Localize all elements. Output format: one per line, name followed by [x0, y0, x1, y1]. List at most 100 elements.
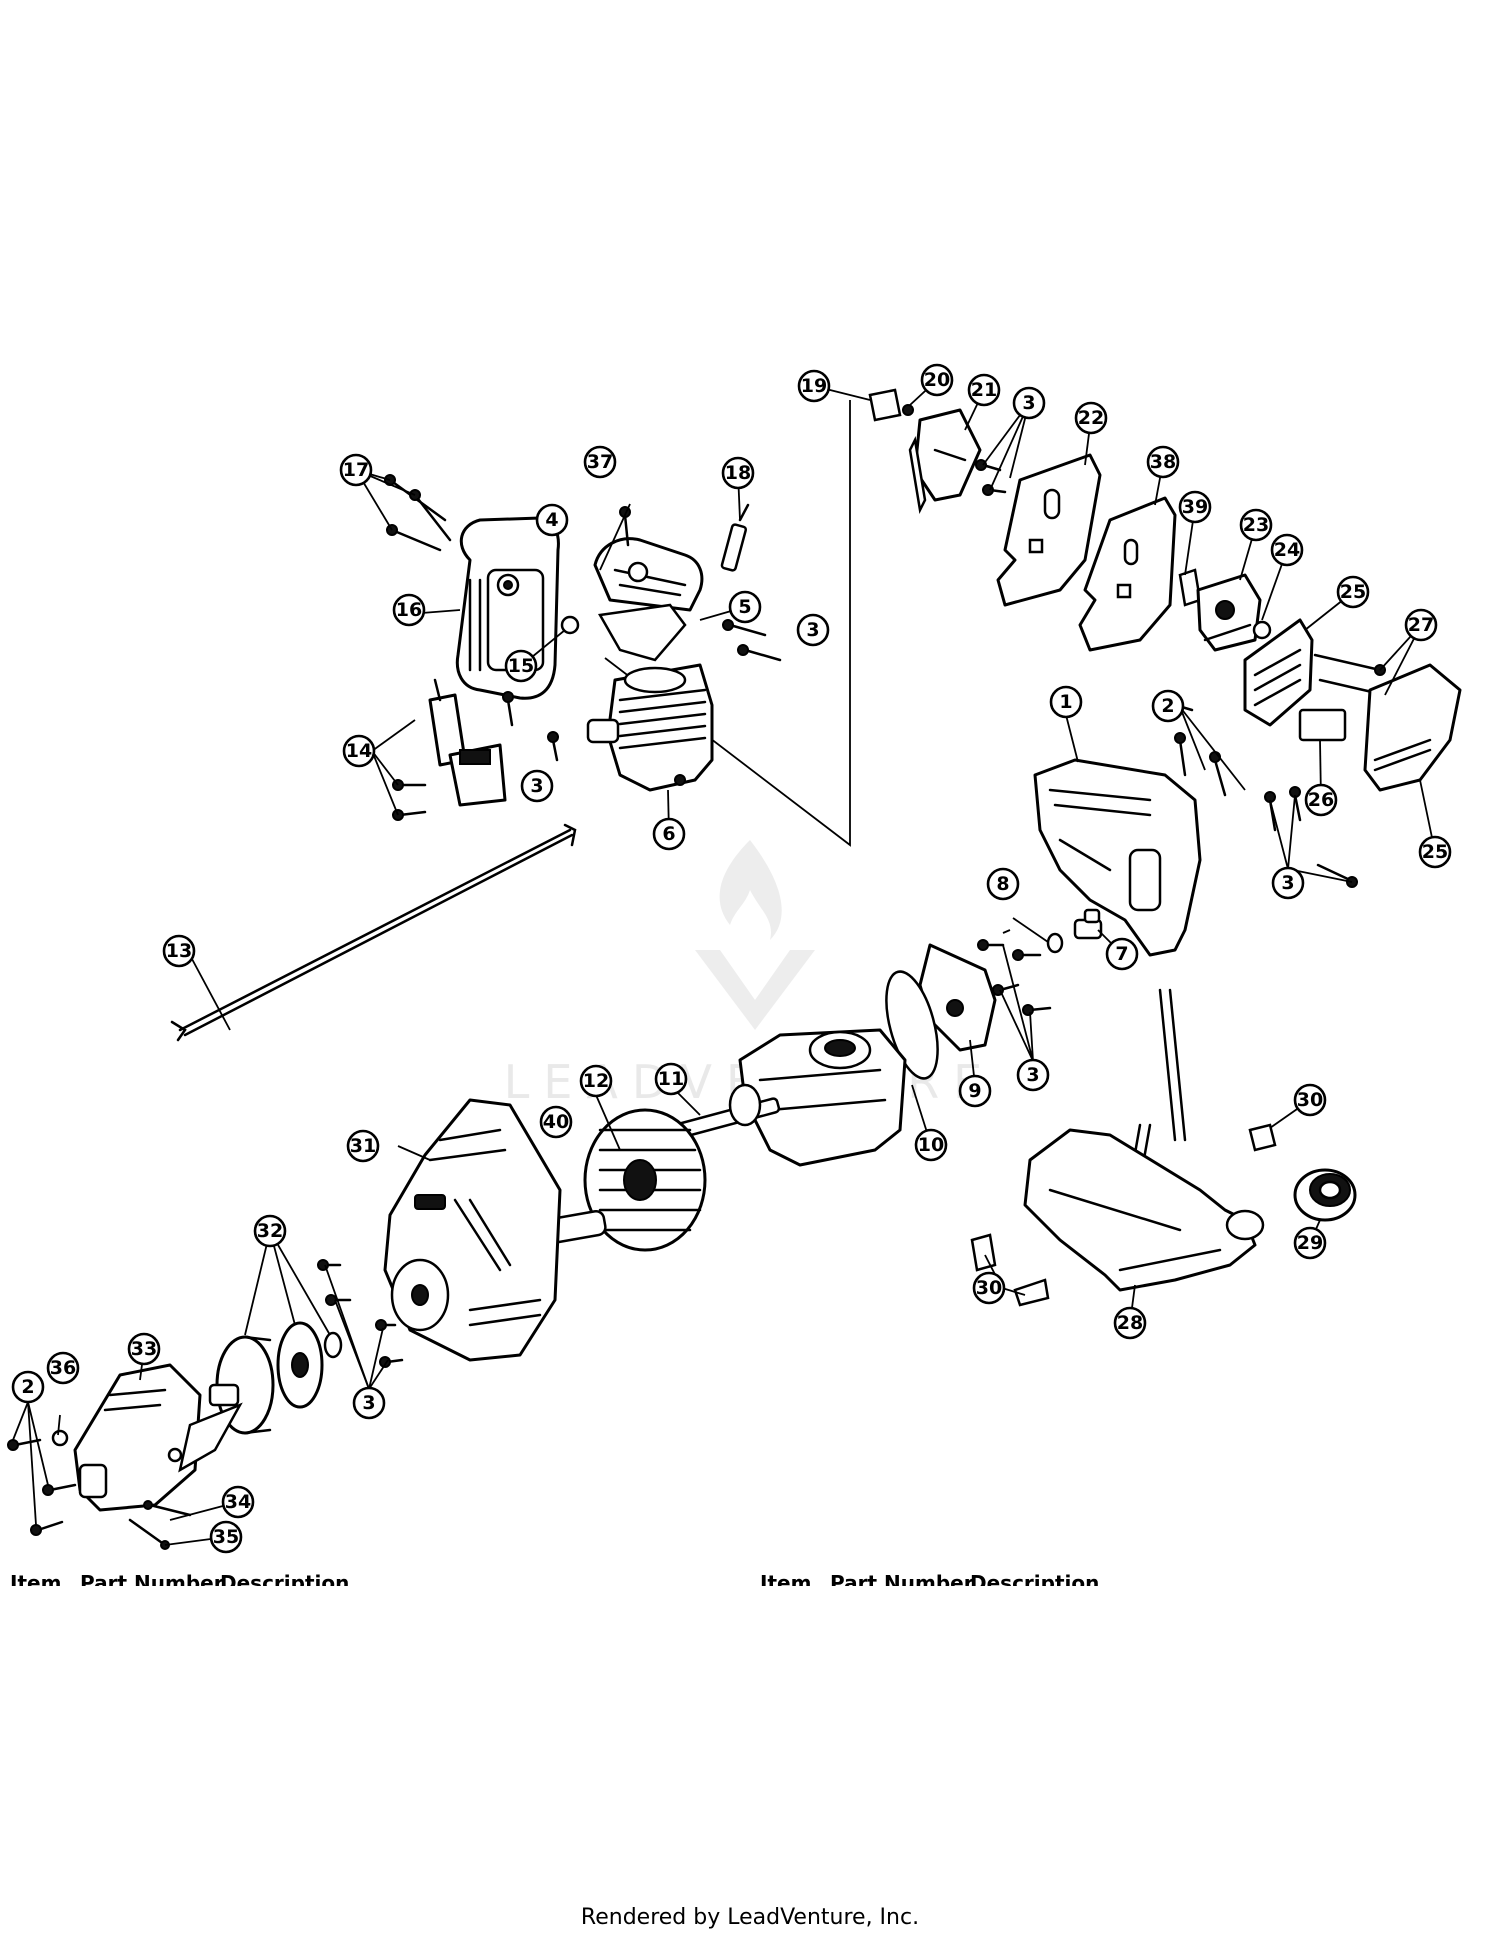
- svg-text:34: 34: [225, 1491, 251, 1513]
- callout-28: 28: [1113, 1306, 1147, 1340]
- crankcase-screws: [977, 939, 1052, 1016]
- svg-text:29: 29: [1297, 1232, 1323, 1254]
- svg-text:27: 27: [1408, 614, 1434, 636]
- svg-text:25: 25: [1340, 581, 1366, 603]
- callout-3-ignition: 3: [520, 769, 554, 803]
- callout-10: 10: [914, 1128, 948, 1162]
- callout-30-bottom: 30: [972, 1271, 1006, 1305]
- air-filter-base: [1243, 618, 1314, 727]
- svg-text:3: 3: [1026, 1064, 1039, 1086]
- carb-gasket-plate: [868, 388, 902, 422]
- callout-3-carb: 3: [1012, 386, 1046, 420]
- cylinder-screws: [722, 619, 782, 662]
- svg-text:3: 3: [1022, 392, 1035, 414]
- svg-text:17: 17: [343, 459, 369, 481]
- svg-text:28: 28: [1117, 1312, 1143, 1334]
- cylinder-cover: [593, 537, 704, 612]
- ignition-coil: [428, 678, 507, 807]
- svg-text:33: 33: [131, 1338, 157, 1360]
- callout-3-starter: 3: [352, 1386, 386, 1420]
- carb-o-ring: [1252, 620, 1272, 640]
- col-part-number-left: Part Number: [80, 1571, 224, 1586]
- svg-text:11: 11: [658, 1068, 684, 1090]
- callout-34: 34: [221, 1485, 255, 1519]
- callout-3-cylinder: 3: [796, 613, 830, 647]
- svg-text:40: 40: [543, 1111, 569, 1133]
- crankcase-assembly: [738, 1028, 907, 1167]
- starter-housing: [383, 1098, 562, 1362]
- svg-text:30: 30: [1297, 1089, 1323, 1111]
- cover-fasteners: [7, 1429, 192, 1550]
- washer: [1046, 932, 1064, 954]
- callout-3-crankcase: 3: [1016, 1058, 1050, 1092]
- o-ring: [560, 615, 580, 635]
- svg-text:2: 2: [21, 1376, 34, 1398]
- svg-text:20: 20: [924, 369, 950, 391]
- svg-text:37: 37: [587, 451, 613, 473]
- callout-6: 6: [652, 817, 686, 851]
- svg-text:3: 3: [806, 619, 819, 641]
- svg-text:25: 25: [1422, 841, 1448, 863]
- callout-37: 37: [583, 445, 617, 479]
- svg-text:7: 7: [1115, 943, 1128, 965]
- crankcase-cover: [918, 943, 997, 1052]
- heat-shield-plate: [996, 453, 1102, 607]
- engine-cylinder: [586, 663, 714, 792]
- callout-13: 13: [162, 934, 196, 968]
- svg-text:39: 39: [1182, 496, 1208, 518]
- svg-text:36: 36: [50, 1357, 76, 1379]
- air-filter-element: [1298, 708, 1347, 742]
- callout-27: 27: [1404, 608, 1438, 642]
- svg-text:10: 10: [918, 1134, 944, 1156]
- svg-text:24: 24: [1274, 539, 1300, 561]
- callout-3-housing: 3: [1271, 866, 1305, 900]
- svg-text:15: 15: [508, 655, 534, 677]
- callout-20: 20: [920, 363, 954, 397]
- svg-text:19: 19: [801, 375, 827, 397]
- callout-30-top: 30: [1293, 1083, 1327, 1117]
- callout-2-left: 2: [11, 1370, 45, 1404]
- callout-35: 35: [209, 1520, 243, 1554]
- svg-text:21: 21: [971, 379, 997, 401]
- svg-text:13: 13: [166, 940, 192, 962]
- carburetor-bracket: [908, 408, 982, 514]
- tank-grommets: [970, 1123, 1277, 1307]
- svg-text:8: 8: [996, 873, 1009, 895]
- engine-housing: [1033, 758, 1202, 957]
- callout-1: 1: [1049, 685, 1083, 719]
- svg-text:1: 1: [1059, 691, 1072, 713]
- svg-text:18: 18: [725, 462, 751, 484]
- callout-33: 33: [127, 1332, 161, 1366]
- throttle-cable: [170, 823, 577, 1042]
- callout-40: 40: [539, 1105, 573, 1139]
- callout-23: 23: [1239, 508, 1273, 542]
- svg-text:38: 38: [1150, 451, 1176, 473]
- starter-screws: [317, 1259, 404, 1368]
- insulator-plate: [1078, 496, 1177, 652]
- engine-cover: [73, 1363, 243, 1512]
- callout-22: 22: [1074, 401, 1108, 435]
- leader-lines: [12, 379, 1436, 1546]
- col-description-left: Description: [220, 1571, 350, 1586]
- fuel-tank: [1023, 1128, 1265, 1292]
- callout-36: 36: [46, 1351, 80, 1385]
- callout-2-right: 2: [1151, 689, 1185, 723]
- fuel-cap: [1293, 1168, 1357, 1222]
- nut: [902, 404, 914, 416]
- svg-text:26: 26: [1308, 789, 1334, 811]
- callout-31: 31: [346, 1129, 380, 1163]
- svg-text:2: 2: [1161, 695, 1174, 717]
- callout-4: 4: [535, 503, 569, 537]
- svg-text:3: 3: [362, 1392, 375, 1414]
- svg-text:30: 30: [976, 1277, 1002, 1299]
- callout-8: 8: [986, 867, 1020, 901]
- callout-9: 9: [958, 1074, 992, 1108]
- svg-text:14: 14: [346, 740, 372, 762]
- callout-29: 29: [1293, 1226, 1327, 1260]
- spark-plug: [720, 503, 750, 572]
- svg-text:9: 9: [968, 1080, 981, 1102]
- callout-24: 24: [1270, 533, 1304, 567]
- callout-7: 7: [1105, 937, 1139, 971]
- flywheel: [583, 1108, 707, 1252]
- callout-38: 38: [1146, 445, 1180, 479]
